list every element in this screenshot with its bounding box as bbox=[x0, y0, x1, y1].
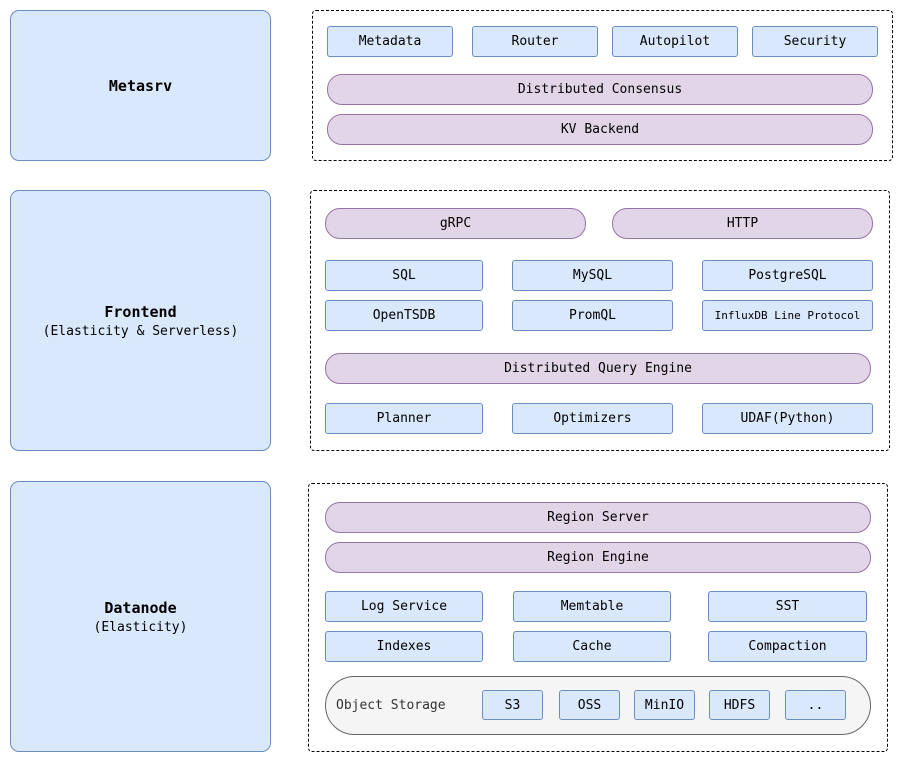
kv-backend-pill: KV Backend bbox=[327, 114, 873, 145]
minio-box: MinIO bbox=[634, 690, 695, 720]
promql-box: PromQL bbox=[512, 300, 673, 331]
region-engine-pill: Region Engine bbox=[325, 542, 871, 573]
planner-box: Planner bbox=[325, 403, 483, 434]
datanode-node: Datanode (Elasticity) bbox=[10, 481, 271, 752]
metasrv-node: Metasrv bbox=[10, 10, 271, 161]
mysql-box: MySQL bbox=[512, 260, 673, 291]
indexes-box: Indexes bbox=[325, 631, 483, 662]
object-storage-label: Object Storage bbox=[336, 697, 446, 713]
distributed-query-engine-pill: Distributed Query Engine bbox=[325, 353, 871, 384]
autopilot-box: Autopilot bbox=[612, 26, 738, 57]
more-backends-box: .. bbox=[785, 690, 846, 720]
memtable-box: Memtable bbox=[513, 591, 671, 622]
router-box: Router bbox=[472, 26, 598, 57]
frontend-title: Frontend bbox=[104, 302, 177, 321]
cache-box: Cache bbox=[513, 631, 671, 662]
compaction-box: Compaction bbox=[708, 631, 867, 662]
sst-box: SST bbox=[708, 591, 867, 622]
hdfs-box: HDFS bbox=[709, 690, 770, 720]
oss-box: OSS bbox=[559, 690, 620, 720]
region-server-pill: Region Server bbox=[325, 502, 871, 533]
distributed-consensus-pill: Distributed Consensus bbox=[327, 74, 873, 105]
http-pill: HTTP bbox=[612, 208, 873, 239]
s3-box: S3 bbox=[482, 690, 543, 720]
metasrv-group bbox=[312, 10, 893, 161]
datanode-group bbox=[308, 483, 888, 752]
datanode-subtitle: (Elasticity) bbox=[93, 619, 188, 635]
datanode-title: Datanode bbox=[104, 598, 177, 617]
udaf-python-box: UDAF(Python) bbox=[702, 403, 873, 434]
metadata-box: Metadata bbox=[327, 26, 453, 57]
sql-box: SQL bbox=[325, 260, 483, 291]
log-service-box: Log Service bbox=[325, 591, 483, 622]
frontend-node: Frontend (Elasticity & Serverless) bbox=[10, 190, 271, 451]
optimizers-box: Optimizers bbox=[512, 403, 673, 434]
postgresql-box: PostgreSQL bbox=[702, 260, 873, 291]
frontend-subtitle: (Elasticity & Serverless) bbox=[42, 323, 239, 339]
metasrv-title: Metasrv bbox=[108, 76, 173, 95]
influxdb-line-protocol-box: InfluxDB Line Protocol bbox=[702, 300, 873, 331]
grpc-pill: gRPC bbox=[325, 208, 586, 239]
frontend-group bbox=[310, 190, 890, 451]
opentsdb-box: OpenTSDB bbox=[325, 300, 483, 331]
security-box: Security bbox=[752, 26, 878, 57]
